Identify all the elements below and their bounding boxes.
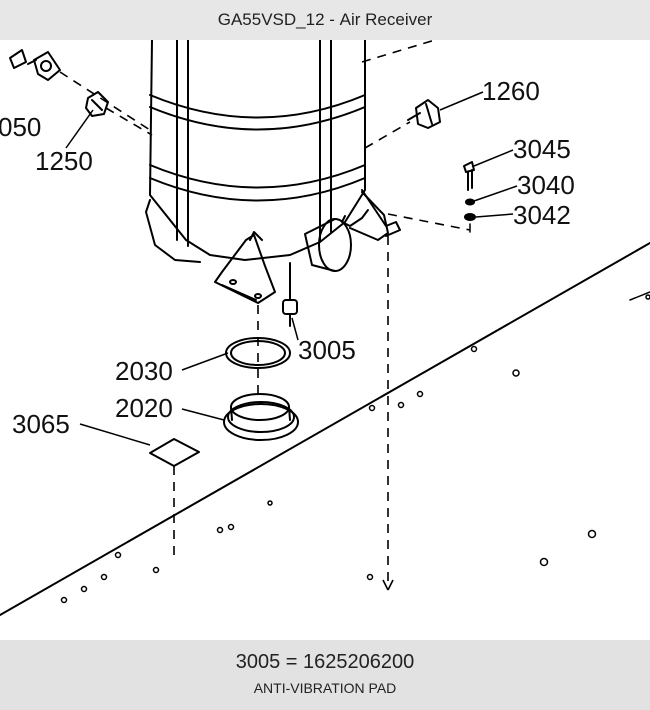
diagram-title-bar: GA55VSD_12 - Air Receiver [0, 0, 650, 40]
callout-1250: 1250 [35, 146, 93, 176]
nut-part-3042 [464, 213, 476, 221]
callout-3042: 3042 [513, 200, 571, 230]
frame-holes [60, 294, 650, 604]
section-name: Air Receiver [339, 10, 433, 29]
callout-3065: 3065 [12, 409, 70, 439]
equals-sign: = [280, 651, 304, 673]
cap-part [223, 393, 299, 441]
callout-2030: 2030 [115, 356, 173, 386]
right-foot-bracket [361, 189, 401, 237]
model-code: GA55VSD_12 [217, 10, 325, 29]
fitting-part-1250 [85, 91, 109, 117]
assembly-dashed-lines [59, 39, 471, 588]
exploded-view-svg: 050 1250 1260 3045 3040 3042 3005 2030 2… [0, 39, 650, 616]
callout-3005: 3005 [298, 335, 356, 365]
callout-labels: 050 1250 1260 3045 3040 3042 3005 2030 2… [0, 76, 575, 439]
part-callout-number: 3005 [235, 651, 281, 673]
callout-1260: 1260 [482, 76, 540, 106]
frame-edge-line-right [629, 291, 650, 301]
part-description: ANTI-VIBRATION PAD [253, 680, 397, 696]
support-foot [214, 231, 276, 304]
air-receiver-tank [145, 39, 389, 272]
parts-drawing: 050 1250 1260 3045 3040 3042 3005 2030 2… [0, 39, 650, 640]
part-number-line: 3005 = 1625206200 [0, 651, 650, 674]
washer-part-3040 [465, 198, 475, 206]
part-info-footer: 3005 = 1625206200 ANTI-VIBRATION PAD [0, 640, 650, 710]
label-plate-part [149, 438, 200, 467]
bolt-part-3045 [463, 161, 475, 191]
callout-3045: 3045 [513, 134, 571, 164]
valve-part-1050 [9, 49, 61, 81]
callout-2020: 2020 [115, 393, 173, 423]
title-separator: - [324, 10, 340, 29]
callout-3040: 3040 [517, 170, 575, 200]
anti-vibration-pad-part [282, 262, 298, 327]
part-code: 1625206200 [303, 651, 415, 673]
callout-1050: 050 [0, 112, 41, 142]
leader-lines [65, 91, 518, 446]
frame-edge-line [0, 242, 650, 616]
plug-part-1260 [407, 99, 441, 129]
